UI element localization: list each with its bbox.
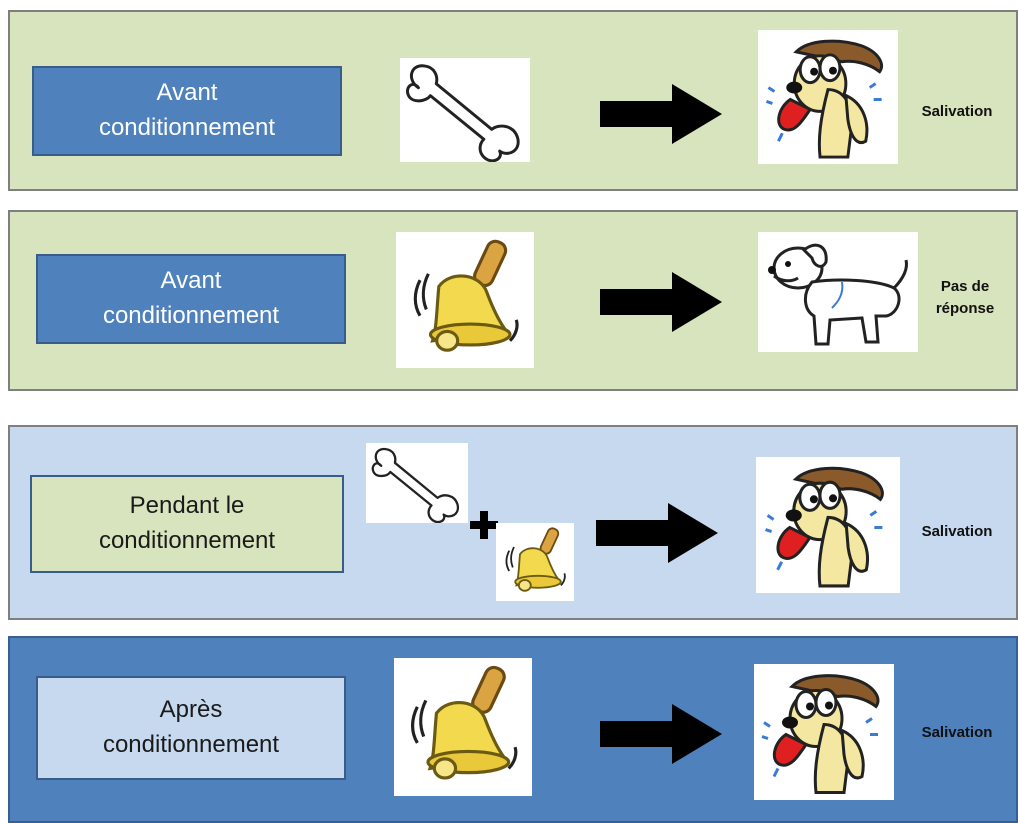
salivating-dog-icon <box>754 664 894 800</box>
response-label: Pas de réponse <box>935 278 995 317</box>
stage-label-box: Avant conditionnement <box>36 254 346 344</box>
arrow-right-icon <box>600 84 722 144</box>
bell-icon <box>396 232 534 368</box>
stage-label: Avant conditionnement <box>98 79 276 141</box>
arrow-right-icon <box>600 272 722 332</box>
plus-icon <box>470 511 498 539</box>
stage-label-box: Pendant le conditionnement <box>30 475 344 573</box>
row-during-conditioning: Pendant le conditionnement Salivation <box>8 425 1018 620</box>
salivating-dog-icon <box>758 30 898 164</box>
neutral-dog-icon <box>758 232 918 352</box>
response-label: Salivation <box>921 103 993 120</box>
arrow-right-icon <box>596 503 718 563</box>
salivating-dog-icon <box>756 457 900 593</box>
stage-label: Pendant le conditionnement <box>98 492 276 554</box>
row-before-conditioning-1: Avant conditionnement Salivation <box>8 10 1018 191</box>
stage-label-box: Après conditionnement <box>36 676 346 780</box>
stage-label-box: Avant conditionnement <box>32 66 342 156</box>
arrow-right-icon <box>600 704 722 764</box>
row-before-conditioning-2: Avant conditionnement Pas de réponse <box>8 210 1018 391</box>
stage-label: Après conditionnement <box>102 696 280 758</box>
bell-icon <box>496 523 574 601</box>
bell-icon <box>394 658 532 796</box>
response-label: Salivation <box>921 724 993 741</box>
stage-label: Avant conditionnement <box>102 267 280 329</box>
response-label: Salivation <box>921 523 993 540</box>
bone-icon <box>400 58 530 162</box>
bone-icon <box>366 443 468 523</box>
row-after-conditioning: Après conditionnement Salivation <box>8 636 1018 823</box>
